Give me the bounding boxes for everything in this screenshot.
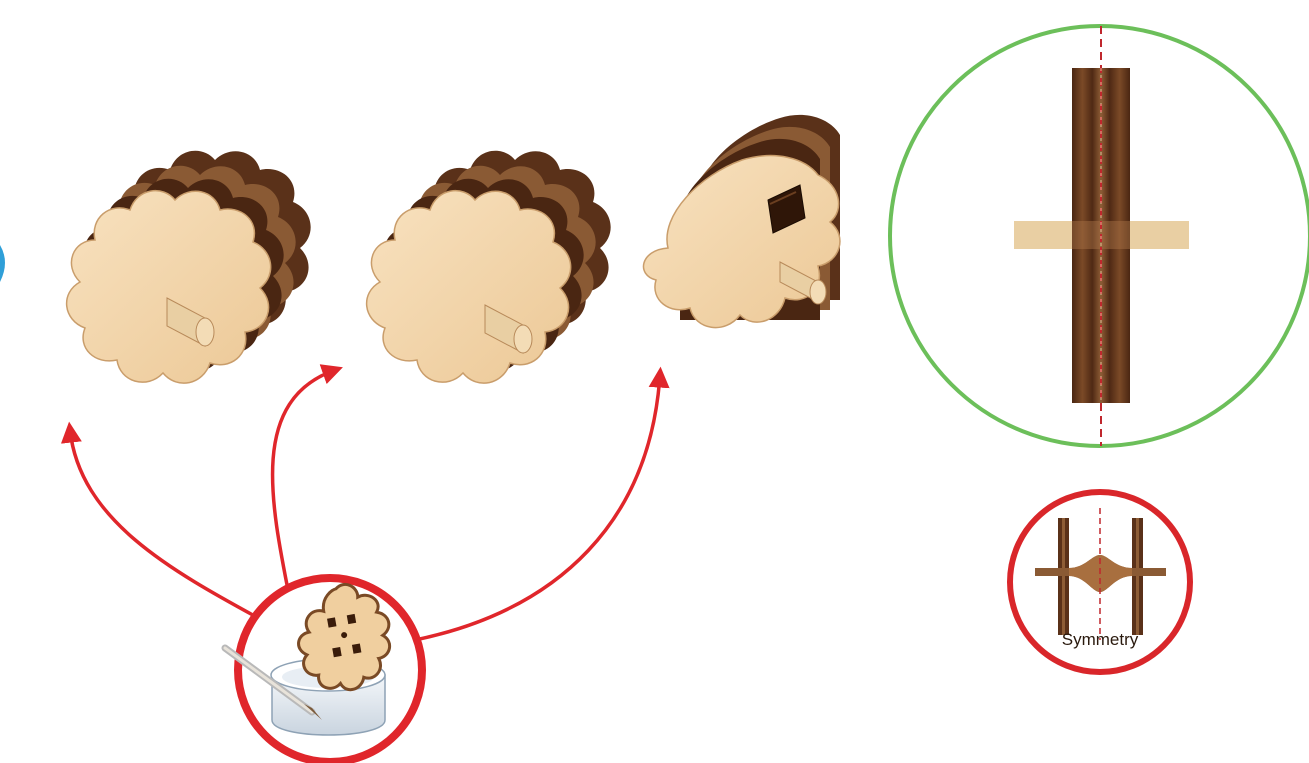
- edge-bubble-icon: [0, 245, 5, 282]
- symmetry-label: Symmetry: [1062, 630, 1139, 649]
- arrow-to-gear-3: [415, 375, 660, 640]
- symmetry-callout: Symmetry: [1010, 492, 1190, 672]
- gear-stage-3: [644, 115, 841, 328]
- arrow-to-gear-1: [70, 430, 262, 620]
- glue-step-callout: [225, 578, 422, 762]
- arrow-to-gear-2: [273, 370, 335, 600]
- cross-section-detail: [890, 26, 1309, 446]
- gear-stage-1: [67, 151, 311, 383]
- gear-stage-2: [367, 151, 611, 383]
